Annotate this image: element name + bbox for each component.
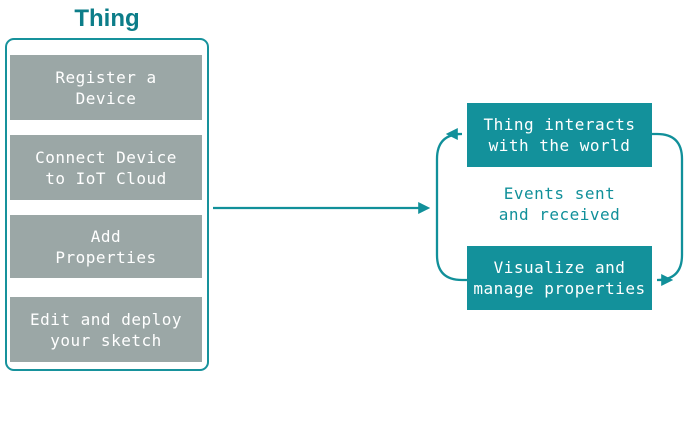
thing-title: Thing <box>74 5 140 32</box>
thing-steps-container: Register a Device Connect Device to IoT … <box>5 38 209 371</box>
step-add-properties: Add Properties <box>10 215 202 278</box>
step-connect-device: Connect Device to IoT Cloud <box>10 135 202 200</box>
step-register-device: Register a Device <box>10 55 202 120</box>
cycle-events-label: Events sent and received <box>498 184 621 224</box>
step-edit-deploy-sketch: Edit and deploy your sketch <box>10 297 202 362</box>
cycle-box-thing-interacts: Thing interacts with the world <box>467 103 652 167</box>
cycle-arrow-up <box>435 128 467 282</box>
cycle-box-visualize-manage: Visualize and manage properties <box>467 246 652 310</box>
cycle-arrow-down <box>652 132 684 286</box>
